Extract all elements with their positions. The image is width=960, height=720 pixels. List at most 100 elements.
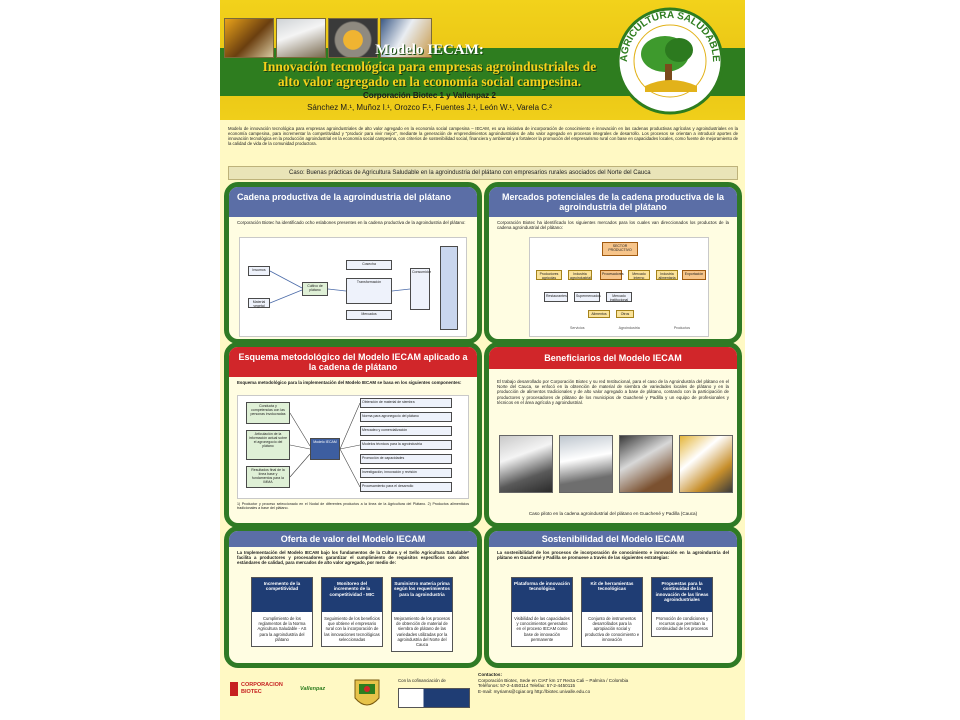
- title-block: Modelo IECAM: Innovación tecnológica par…: [232, 42, 627, 112]
- beneficiarios-photo-2: [559, 435, 613, 493]
- esquema-right-item: Promoción de capacidades: [360, 454, 452, 464]
- sostenibilidad-card-head: Propuestas para la continuidad de la inn…: [652, 578, 712, 612]
- sostenibilidad-card: Kit de herramientas tecnológicas Conjunt…: [581, 577, 643, 648]
- oferta-card: Incremento de la competitividad Cumplimi…: [251, 577, 313, 648]
- beneficiarios-photo-1: [499, 435, 553, 493]
- header-photo-3: [328, 18, 378, 58]
- mercados-legend: Servicios Agroindustria Productos: [570, 326, 690, 330]
- poster-organization: Corporación Biotec 1 y Vallenpaz 2: [363, 91, 496, 100]
- poster-subtitle-1: Innovación tecnológica para empresas agr…: [262, 59, 597, 74]
- legend-item: Agroindustria: [618, 326, 640, 330]
- panel-beneficiarios-title: Beneficiarios del Modelo IECAM: [489, 347, 737, 369]
- beneficiarios-photos: [499, 435, 735, 495]
- oferta-card: Suministro materia prima según los reque…: [391, 577, 453, 653]
- beneficiarios-photo-3: [619, 435, 673, 493]
- mercados-center: SECTOR PRODUCTIVO: [602, 242, 638, 256]
- esquema-diagram: Conducta y competencias con las personas…: [237, 395, 469, 499]
- panel-oferta-text: La Implementación del Modelo IECAM bajo …: [237, 550, 469, 566]
- header-photo-2: [276, 18, 326, 58]
- sostenibilidad-card: Propuestas para la continuidad de la inn…: [651, 577, 713, 637]
- panel-esquema: Esquema metodológico del Modelo IECAM ap…: [224, 342, 482, 528]
- cadena-diagram: Insumos Material vegetal Cultivo de plát…: [239, 237, 467, 337]
- cadena-side-arrow: [440, 246, 458, 330]
- panel-mercados-title: Mercados potenciales de la cadena produc…: [489, 187, 737, 217]
- esquema-center: Modelo IECAM: [310, 438, 340, 460]
- contact-line: Teléfonos: 57-2-4450114 Telefax: 57-2-44…: [478, 683, 576, 689]
- contact-block: Contactos: Corporación Biotec, Sede en C…: [478, 672, 728, 694]
- coat-of-arms-logo: [354, 679, 380, 706]
- oferta-card-head: Incremento de la competitividad: [252, 578, 312, 612]
- mercados-node: Exportación: [682, 270, 706, 280]
- header-photo-1: [224, 18, 274, 58]
- panel-sostenibilidad-text: La sostenibilidad de los procesos de inc…: [497, 550, 729, 561]
- sostenibilidad-card-head: Kit de herramientas tecnológicas: [582, 578, 642, 612]
- mercados-node: Mercado interno: [628, 270, 650, 280]
- poster-subtitle-2: alto valor agregado en la economía socia…: [277, 74, 582, 89]
- esquema-left-item: Articulación de la información actual so…: [246, 430, 290, 460]
- panel-cadena-text: Corporación Biotec ha identificado ocho …: [237, 220, 466, 225]
- esquema-right-item: Modelos técnicos para la agroindustria: [360, 440, 452, 450]
- sostenibilidad-card-body: Conjunto de instrumentos desarrollados p…: [584, 616, 640, 642]
- panel-sostenibilidad-title: Sostenibilidad del Modelo IECAM: [489, 531, 737, 547]
- cadena-node: Material vegetal: [248, 298, 270, 308]
- panel-cadena-title: Cadena productiva de la agroindustria de…: [229, 187, 477, 217]
- esquema-right-item: Mercadeo y comercialización: [360, 426, 452, 436]
- poster-authors: Sánchez M.¹, Muñoz I.¹, Orozco F.¹, Fuen…: [307, 103, 552, 112]
- panel-beneficiarios: Beneficiarios del Modelo IECAM El trabaj…: [484, 342, 742, 528]
- esquema-left-item: Resultados final de la línea base y fund…: [246, 466, 290, 488]
- poster-footer: CORPORACION BIOTEC Vallenpaz Con la cofi…: [220, 668, 745, 720]
- sostenibilidad-card-body: Visibilidad de las capacidades y conocim…: [514, 616, 570, 642]
- mercados-node: Restaurantes: [544, 292, 568, 302]
- vallenpaz-logo: Vallenpaz: [300, 686, 326, 692]
- mercados-node: Procesadores: [600, 270, 624, 280]
- cadena-node: Cosecha: [346, 260, 392, 270]
- legend-item: Servicios: [570, 326, 585, 330]
- poster-header: Modelo IECAM: Innovación tecnológica par…: [220, 0, 745, 120]
- panel-esquema-title: Esquema metodológico del Modelo IECAM ap…: [229, 347, 477, 377]
- contact-line: E-mail: myriams@cgiar.org http://biotec.…: [478, 688, 591, 694]
- panel-beneficiarios-text: El trabajo desarrollado por Corporación …: [497, 379, 729, 405]
- mercados-diagram: SECTOR PRODUCTIVO Productores agrícolas …: [529, 237, 709, 337]
- oferta-card-head: Monitoreo del incremento de la competiti…: [322, 578, 382, 612]
- oferta-card-body: Mejoramiento de los procesos de obtenció…: [394, 616, 450, 648]
- biotec-logo: CORPORACION BIOTEC: [230, 682, 290, 696]
- panel-cadena: Cadena productiva de la agroindustria de…: [224, 182, 482, 344]
- cofinanciacion-label: Con la cofinanciación de: [398, 678, 446, 683]
- poster-title: Modelo IECAM:: [375, 42, 484, 58]
- panel-sostenibilidad: Sostenibilidad del Modelo IECAM La soste…: [484, 526, 742, 668]
- mercados-node: Mercado institucional: [606, 292, 632, 302]
- esquema-connectors: [289, 402, 361, 488]
- panel-oferta-title: Oferta de valor del Modelo IECAM: [229, 531, 477, 547]
- cadena-node: Mercados: [346, 310, 392, 320]
- esquema-right-item: Obtención de material de siembra: [360, 398, 452, 408]
- sostenibilidad-card-head: Plataforma de innovación tecnológica: [512, 578, 572, 612]
- mercados-node: Alimentos: [588, 310, 610, 318]
- cadena-node: Insumos: [248, 266, 270, 276]
- mercados-node: Productores agrícolas: [536, 270, 562, 280]
- cadena-node: Consumidor: [410, 268, 431, 310]
- cadena-node: Transformación: [346, 278, 392, 304]
- esquema-right-item: Investigación, innovación y revisión: [360, 468, 452, 478]
- oferta-card-head: Suministro materia prima según los reque…: [392, 578, 452, 612]
- poster: Modelo IECAM: Innovación tecnológica par…: [220, 0, 745, 720]
- panel-oferta: Oferta de valor del Modelo IECAM La Impl…: [224, 526, 482, 668]
- legend-item: Productos: [673, 326, 690, 330]
- beneficiarios-photo-4: [679, 435, 733, 493]
- sostenibilidad-card: Plataforma de innovación tecnológica Vis…: [511, 577, 573, 648]
- panel-esquema-text: Esquema metodológico para la implementac…: [237, 380, 462, 385]
- esquema-note: 1) Productor y proceso seleccionado en e…: [237, 502, 469, 511]
- esquema-right-item: Procesamiento para el desarrollo: [360, 482, 452, 492]
- sostenibilidad-card-body: Promoción de condiciones y recursos que …: [655, 616, 709, 632]
- mercados-node: Supermercados: [574, 292, 601, 302]
- mercados-node: Industria agroindustrial: [568, 270, 592, 280]
- oferta-card-body: Seguimiento de los beneficios que obtien…: [324, 616, 380, 642]
- header-photo-4: [380, 18, 432, 58]
- beneficiarios-caption: Caso piloto en la cadena agroindustrial …: [528, 511, 698, 516]
- esquema-right-item: Norma para agronegocio del plátano: [360, 412, 452, 422]
- caso-banner: Caso: Buenas prácticas de Agricultura Sa…: [228, 166, 738, 180]
- cadena-connectors: [269, 270, 411, 304]
- contact-label: Contactos:: [478, 672, 502, 677]
- colciencias-logo: [398, 688, 470, 708]
- esquema-left-item: Conducta y competencias con las personas…: [246, 402, 290, 424]
- panel-mercados-text: Corporación Biotec ha identificado los s…: [497, 220, 729, 231]
